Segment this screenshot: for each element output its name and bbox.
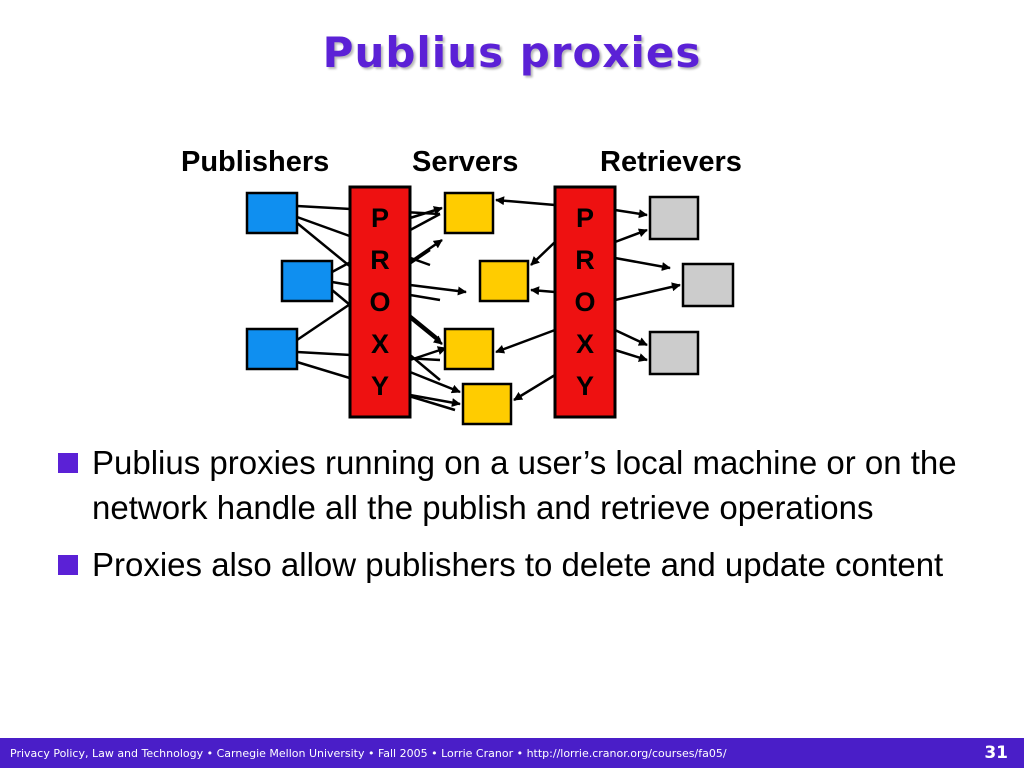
- connector-arrow: [513, 373, 556, 402]
- connector-arrow: [409, 238, 443, 264]
- proxy-letter: O: [574, 287, 595, 317]
- servers-heading: Servers: [412, 146, 519, 178]
- server-box: [443, 327, 495, 371]
- connector-arrow: [530, 241, 556, 266]
- bullet-text: Proxies also allow publishers to delete …: [92, 546, 944, 583]
- retrievers-heading: Retrievers: [600, 146, 742, 178]
- publisher-box: [245, 191, 299, 235]
- proxy-letter: P: [576, 203, 594, 233]
- proxy-letter: R: [370, 245, 390, 275]
- publius-proxy-diagram: P R O X Y P R O X Y: [245, 185, 735, 426]
- retriever-box: [681, 262, 735, 308]
- connector-arrow: [495, 328, 556, 354]
- connector-arrow: [495, 196, 556, 207]
- proxy-letter: X: [576, 329, 594, 359]
- connector-arrow: [409, 283, 467, 296]
- publisher-box: [245, 327, 299, 371]
- bullet-square-icon: [58, 555, 78, 575]
- proxy-letter: Y: [576, 371, 594, 401]
- retriever-box: [648, 195, 700, 241]
- proxy-letter: P: [371, 203, 389, 233]
- proxy-letter: R: [575, 245, 595, 275]
- connector-arrow: [614, 328, 648, 347]
- bullet-list: Publius proxies running on a user’s loca…: [58, 440, 988, 599]
- connector-arrow: [614, 348, 648, 362]
- bullet-square-icon: [58, 453, 78, 473]
- connector-arrow: [614, 256, 671, 271]
- server-box: [443, 191, 495, 235]
- connector-arrow: [614, 208, 648, 219]
- slide-title: Publius proxies: [322, 28, 702, 77]
- proxy-letter: O: [369, 287, 390, 317]
- left-proxy: P R O X Y: [348, 185, 412, 419]
- page-number: 31: [984, 743, 1008, 763]
- server-box: [478, 259, 530, 303]
- retriever-box: [648, 330, 700, 376]
- proxy-letter: X: [371, 329, 389, 359]
- connector-arrow: [409, 393, 461, 407]
- connector-arrow: [409, 346, 447, 362]
- right-proxy: P R O X Y: [553, 185, 617, 419]
- connector-arrow: [409, 370, 461, 394]
- publisher-box: [280, 259, 334, 303]
- bullet-text: Publius proxies running on a user’s loca…: [92, 444, 957, 526]
- connector-arrow: [614, 228, 648, 244]
- bullet-item: Publius proxies running on a user’s loca…: [58, 440, 988, 530]
- proxy-letter: Y: [371, 371, 389, 401]
- connector-arrow: [530, 286, 556, 296]
- connector-arrow: [409, 206, 443, 220]
- connector-arrow: [409, 317, 443, 345]
- publishers-heading: Publishers: [181, 146, 330, 178]
- footer-bar: Privacy Policy, Law and Technology • Car…: [0, 738, 1024, 768]
- footer-text: Privacy Policy, Law and Technology • Car…: [10, 747, 727, 760]
- bullet-item: Proxies also allow publishers to delete …: [58, 542, 988, 587]
- connector-arrow: [614, 282, 681, 302]
- server-box: [461, 382, 513, 426]
